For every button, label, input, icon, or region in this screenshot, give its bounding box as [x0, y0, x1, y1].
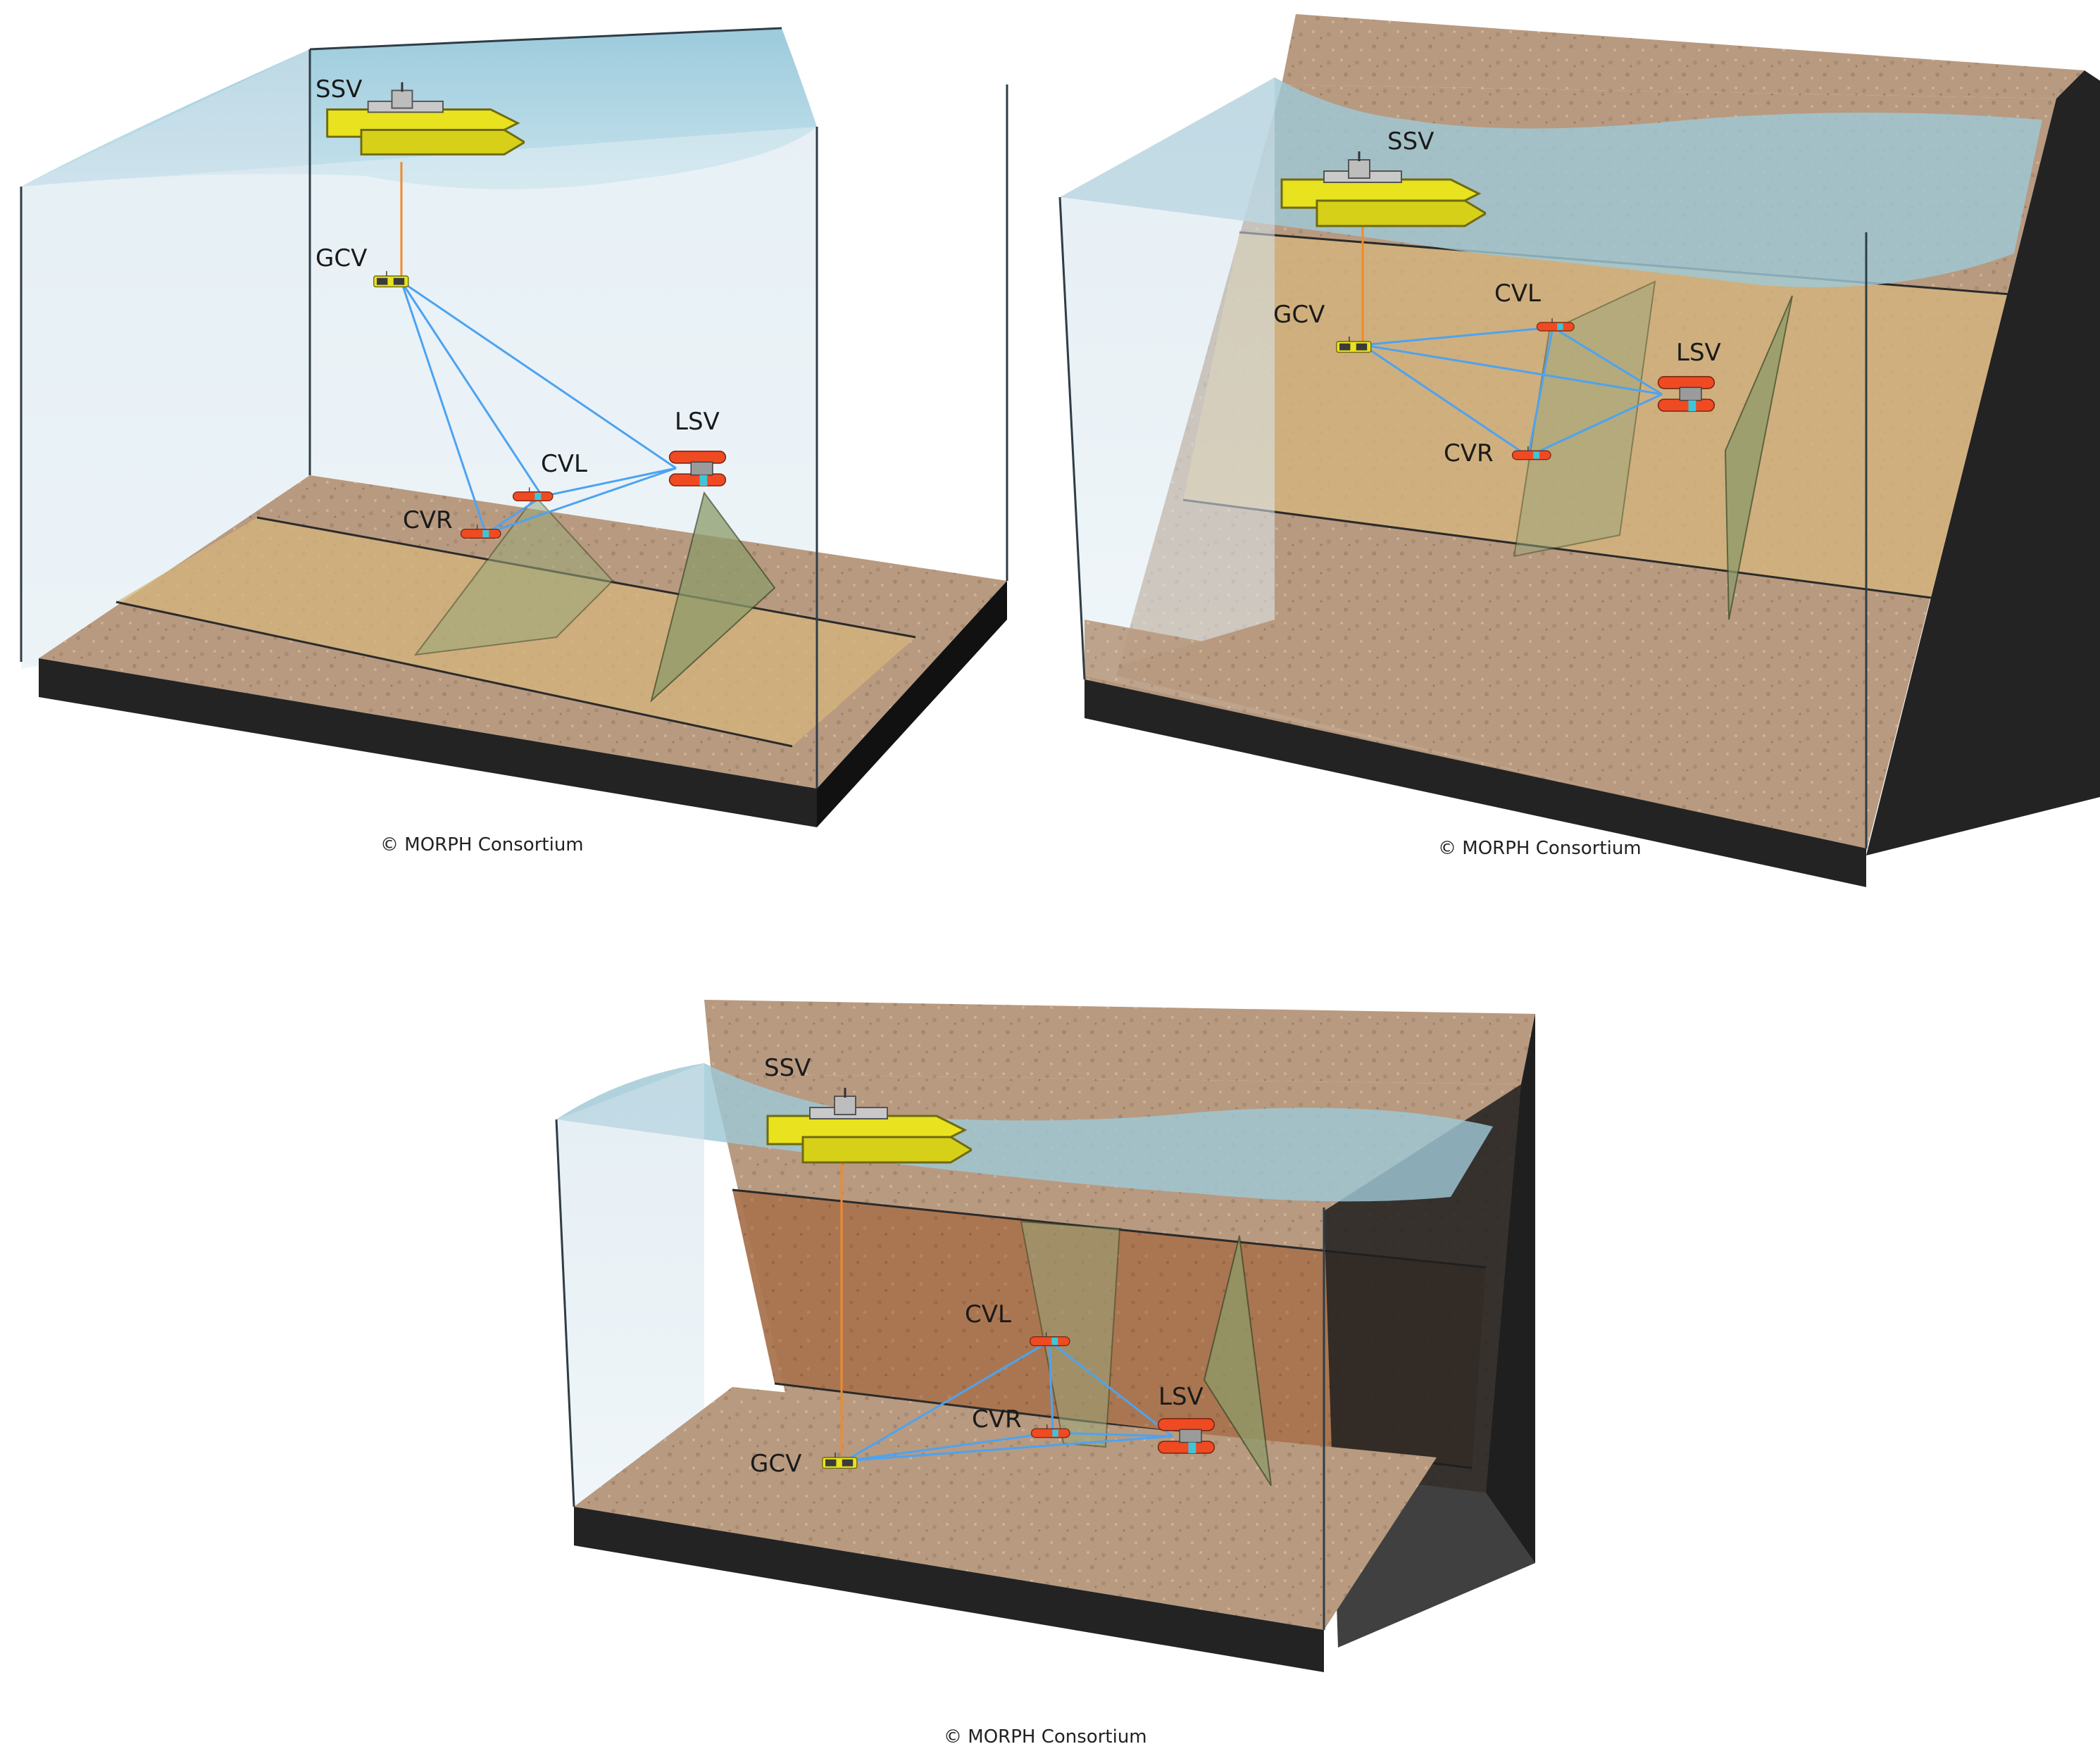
cliff-side: [1866, 70, 2100, 855]
base-slab: [574, 1507, 1324, 1672]
label-gcv: GCV: [750, 1450, 801, 1478]
water-surface: [1060, 77, 2042, 287]
sonar-cone-icon: [1020, 1220, 1121, 1448]
base-slab-side: [817, 581, 1007, 827]
sonar-cone-icon: [650, 491, 776, 703]
water-surface: [556, 1063, 1493, 1202]
floor: [1085, 620, 1866, 848]
rock-top: [1282, 14, 2085, 99]
base-slab: [39, 658, 817, 827]
panel-flat-seabed: SSV GCV CVL CVR LSV © MORPH Consortium: [20, 27, 1008, 855]
sonar-cone-icon: [1724, 295, 1793, 620]
label-ssv: SSV: [764, 1054, 811, 1082]
acoustic-links: [400, 280, 677, 535]
panel-caption: © MORPH Consortium: [944, 1726, 1147, 1748]
rock-top: [704, 1000, 1535, 1084]
label-cvr: CVR: [403, 506, 453, 534]
label-lsv: LSV: [1676, 339, 1721, 367]
panel-caption: © MORPH Consortium: [380, 834, 584, 855]
tank-edges: [20, 27, 1008, 789]
label-ssv: SSV: [1387, 127, 1434, 156]
label-ssv: SSV: [315, 75, 362, 103]
acoustic-links: [844, 1340, 1173, 1462]
label-cvl: CVL: [541, 450, 587, 478]
panel-sloped-wall: SSV GCV CVL CVR LSV © MORPH Consortium: [1058, 14, 2100, 887]
tank-edges: [1058, 196, 1868, 848]
label-cvr: CVR: [1444, 439, 1494, 468]
label-cvl: CVL: [965, 1300, 1011, 1329]
label-gcv: GCV: [315, 244, 367, 272]
label-lsv: LSV: [675, 408, 720, 436]
left-face: [1060, 77, 1275, 676]
label-lsv: LSV: [1158, 1383, 1204, 1411]
sonar-cone-icon: [1203, 1235, 1272, 1486]
left-face: [21, 49, 310, 669]
tank-edges: [555, 1119, 1325, 1630]
label-gcv: GCV: [1273, 301, 1325, 329]
floor: [574, 1387, 1437, 1630]
label-cvr: CVR: [972, 1405, 1022, 1433]
panel-vertical-wall: SSV GCV CVL CVR LSV © MORPH Consortium: [555, 1000, 1535, 1748]
left-face: [556, 1063, 704, 1507]
sonar-cone-icon: [413, 495, 614, 656]
panel-caption: © MORPH Consortium: [1438, 838, 1642, 859]
acoustic-links: [1362, 326, 1663, 458]
label-cvl: CVL: [1494, 280, 1541, 308]
base-slab: [1085, 679, 1866, 887]
